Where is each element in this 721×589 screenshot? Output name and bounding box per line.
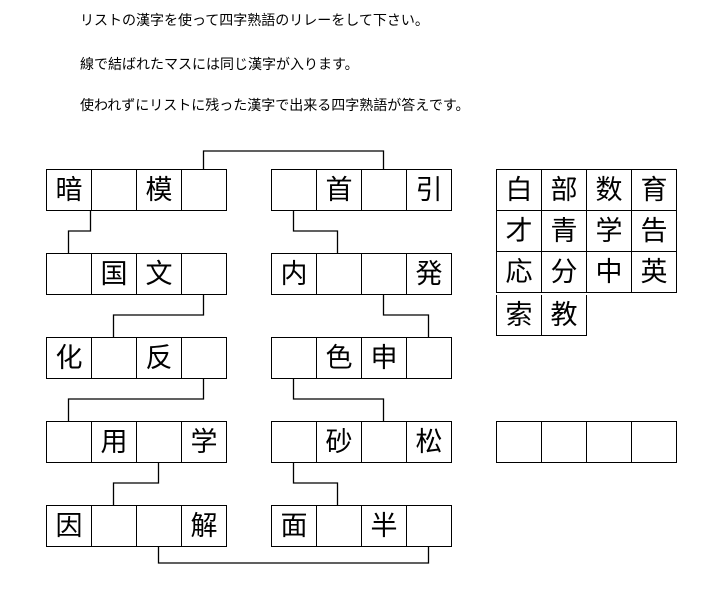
left-row-3: 化 反 — [46, 337, 227, 379]
puzzle-cell[interactable] — [362, 422, 407, 463]
puzzle-cell[interactable]: 半 — [362, 506, 407, 547]
connector-line — [157, 547, 430, 564]
puzzle-cell[interactable] — [272, 170, 317, 211]
puzzle-cell[interactable]: 面 — [272, 506, 317, 547]
puzzle-cell[interactable] — [407, 506, 452, 547]
puzzle-cell[interactable] — [137, 506, 182, 547]
kanji-list-cell[interactable]: 青 — [542, 211, 587, 252]
answer-cell[interactable] — [497, 422, 542, 463]
instruction-line-3: 使われずにリストに残った漢字で出来る四字熟語が答えです。 — [80, 98, 470, 114]
kanji-list-cell[interactable]: 白 — [497, 170, 542, 211]
puzzle-cell[interactable] — [407, 338, 452, 379]
puzzle-cell[interactable] — [92, 170, 137, 211]
puzzle-cell[interactable]: 反 — [137, 338, 182, 379]
puzzle-cell[interactable] — [317, 506, 362, 547]
right-row-5: 面 半 — [271, 505, 452, 547]
puzzle-cell[interactable]: 解 — [182, 506, 227, 547]
connector-line — [67, 211, 92, 253]
puzzle-cell[interactable]: 因 — [47, 506, 92, 547]
left-row-5: 因 解 — [46, 505, 227, 547]
right-row-1: 首 引 — [271, 169, 452, 211]
kanji-list: 白 部 数 育 才 青 学 告 応 分 中 英 — [496, 169, 677, 293]
answer-boxes — [496, 421, 677, 463]
puzzle-cell[interactable] — [272, 422, 317, 463]
puzzle-cell[interactable]: 内 — [272, 254, 317, 295]
instruction-line-2: 線で結ばれたマスには同じ漢字が入ります。 — [80, 57, 359, 73]
right-row-4: 砂 松 — [271, 421, 452, 463]
right-row-2: 内 発 — [271, 253, 452, 295]
connector-line — [67, 379, 205, 421]
connector-line — [112, 295, 205, 337]
kanji-list-cell[interactable]: 学 — [587, 211, 632, 252]
puzzle-cell[interactable] — [362, 170, 407, 211]
puzzle-cell[interactable]: 引 — [407, 170, 452, 211]
puzzle-cell[interactable] — [92, 338, 137, 379]
connector-line — [382, 295, 430, 337]
answer-cell[interactable] — [632, 422, 677, 463]
puzzle-cell[interactable] — [182, 338, 227, 379]
answer-cell[interactable] — [542, 422, 587, 463]
kanji-list-cell[interactable]: 部 — [542, 170, 587, 211]
puzzle-cell[interactable] — [137, 422, 182, 463]
left-row-2: 国 文 — [46, 253, 227, 295]
instruction-line-1: リストの漢字を使って四字熟語のリレーをして下さい。 — [80, 13, 429, 29]
kanji-list-cell[interactable]: 数 — [587, 170, 632, 211]
puzzle-cell[interactable]: 暗 — [47, 170, 92, 211]
puzzle-cell[interactable] — [47, 422, 92, 463]
puzzle-cell[interactable] — [362, 254, 407, 295]
puzzle-cell[interactable] — [317, 254, 362, 295]
kanji-list-cell[interactable]: 告 — [632, 211, 677, 252]
puzzle-cell[interactable] — [272, 338, 317, 379]
kanji-list-cell[interactable]: 分 — [542, 252, 587, 293]
puzzle-cell[interactable]: 申 — [362, 338, 407, 379]
puzzle-cell[interactable] — [182, 254, 227, 295]
connector-line — [292, 463, 339, 505]
right-row-3: 色 申 — [271, 337, 452, 379]
kanji-list-cell[interactable]: 育 — [632, 170, 677, 211]
kanji-list-last-row: 索 教 — [496, 295, 587, 336]
puzzle-cell[interactable] — [92, 506, 137, 547]
kanji-list-cell[interactable]: 教 — [542, 295, 587, 336]
connector-line — [112, 463, 160, 505]
puzzle-cell[interactable]: 模 — [137, 170, 182, 211]
left-row-4: 用 学 — [46, 421, 227, 463]
puzzle-cell[interactable]: 文 — [137, 254, 182, 295]
puzzle-cell[interactable]: 砂 — [317, 422, 362, 463]
connector-line — [202, 150, 385, 169]
puzzle-cell[interactable] — [47, 254, 92, 295]
puzzle-cell[interactable]: 首 — [317, 170, 362, 211]
kanji-list-cell[interactable]: 英 — [632, 252, 677, 293]
left-row-1: 暗 模 — [46, 169, 227, 211]
puzzle-cell[interactable]: 化 — [47, 338, 92, 379]
kanji-list-cell[interactable]: 索 — [497, 295, 542, 336]
kanji-list-cell[interactable]: 中 — [587, 252, 632, 293]
puzzle-cell[interactable]: 国 — [92, 254, 137, 295]
puzzle-cell[interactable]: 松 — [407, 422, 452, 463]
puzzle-cell[interactable] — [182, 170, 227, 211]
puzzle-cell[interactable]: 用 — [92, 422, 137, 463]
connector-line — [292, 211, 339, 253]
puzzle-cell[interactable]: 色 — [317, 338, 362, 379]
kanji-list-cell[interactable]: 応 — [497, 252, 542, 293]
puzzle-cell[interactable]: 学 — [182, 422, 227, 463]
connector-line — [292, 379, 385, 421]
answer-cell[interactable] — [587, 422, 632, 463]
puzzle-cell[interactable]: 発 — [407, 254, 452, 295]
kanji-list-cell[interactable]: 才 — [497, 211, 542, 252]
